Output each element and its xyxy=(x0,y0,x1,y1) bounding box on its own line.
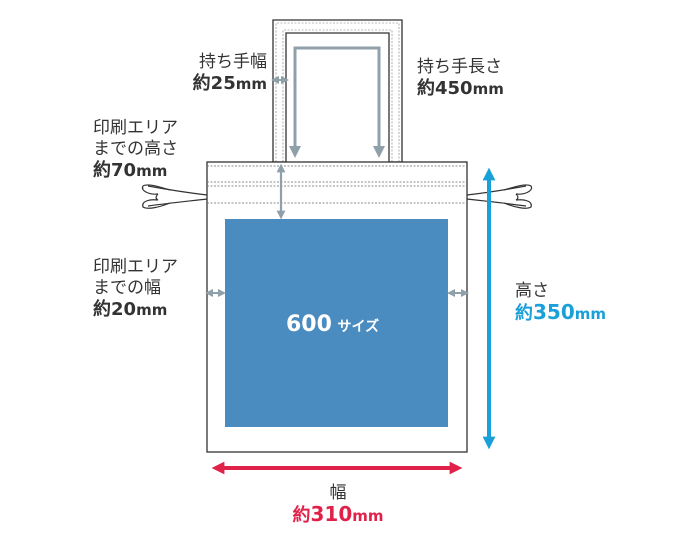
bag-handle xyxy=(272,19,403,163)
size-word: サイズ xyxy=(337,319,380,335)
bag-top-stitching xyxy=(207,165,467,204)
print-area-size-label: 600 サイズ xyxy=(286,312,379,337)
print-area xyxy=(225,219,448,427)
handle-length-label: 持ち手長さ 約450mm xyxy=(417,57,504,99)
print-top-label: 印刷エリア までの高さ 約70mm xyxy=(93,118,178,181)
drawstring-right xyxy=(466,184,533,209)
print-side-label: 印刷エリア までの幅 約20mm xyxy=(93,257,178,320)
width-label: 幅 約310mm xyxy=(292,483,384,526)
height-label: 高さ 約350mm xyxy=(515,281,607,324)
handle-length-indicator xyxy=(289,46,385,158)
drawstring-left xyxy=(141,184,208,209)
handle-width-label: 持ち手幅 約25mm xyxy=(192,52,267,94)
size-number: 600 xyxy=(286,312,332,337)
